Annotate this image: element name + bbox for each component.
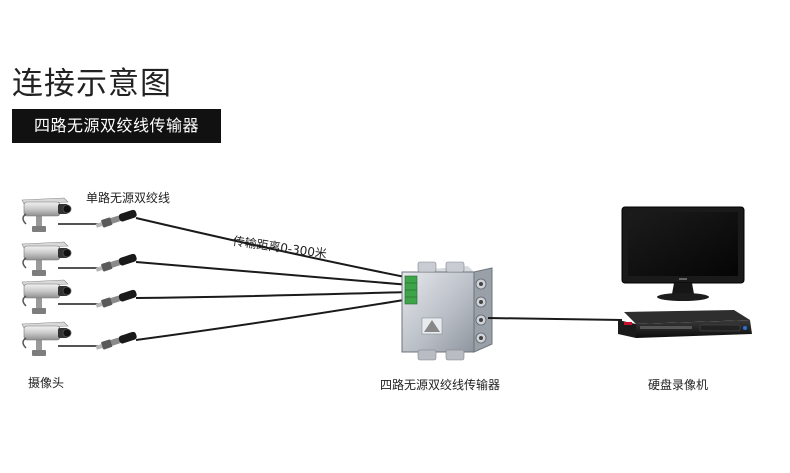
monitor — [621, 206, 745, 301]
video-cable-to-dvr — [487, 317, 623, 321]
camera-label: 摄像头 — [28, 376, 65, 390]
single-channel-label: 单路无源双绞线 — [86, 191, 171, 205]
camera-1 — [21, 197, 72, 233]
camera-3 — [21, 279, 72, 315]
camera-leads — [58, 223, 98, 347]
camera-2 — [21, 241, 72, 277]
four-channel-transmitter — [401, 261, 493, 361]
transmitter-label: 四路无源双绞线传输器 — [380, 378, 501, 392]
balun-2 — [95, 253, 138, 274]
balun-4 — [95, 331, 138, 352]
balun-1 — [95, 209, 138, 230]
page-title: 连接示意图 — [12, 66, 172, 102]
camera-4 — [21, 321, 72, 357]
dvr-label: 硬盘录像机 — [648, 378, 709, 392]
twisted-pair-cables — [135, 217, 411, 341]
balun-3 — [95, 289, 138, 310]
product-title-banner: 四路无源双绞线传输器 — [12, 109, 221, 143]
dvr-recorder — [618, 310, 752, 338]
